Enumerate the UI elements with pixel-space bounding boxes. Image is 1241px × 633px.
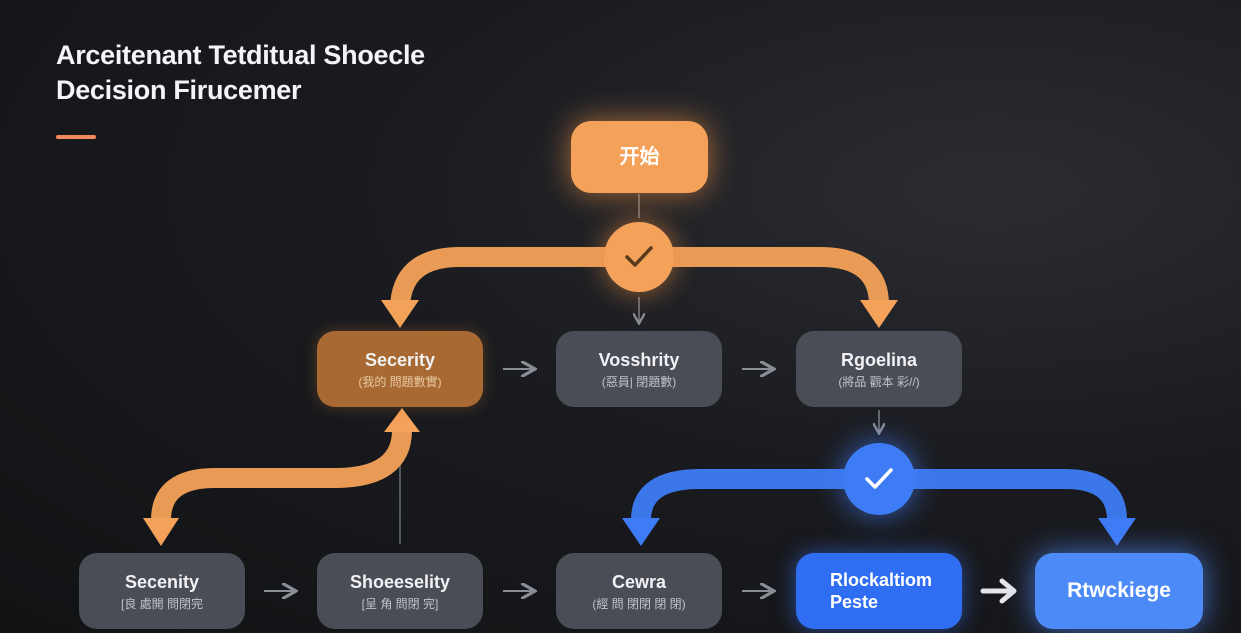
orange-arrowhead-right	[860, 300, 898, 328]
orange-branch-top	[390, 247, 889, 311]
blue-branch	[631, 469, 1127, 521]
node-cewra[interactable]: Cewra (經 問 閉閉 閉 閉)	[556, 553, 722, 629]
node-label: Secerity	[364, 349, 436, 370]
node-label: Cewra	[611, 571, 667, 592]
title-underline	[56, 135, 96, 139]
node-label: Secenity	[124, 571, 200, 592]
node-sublabel: (我的 問題數實)	[358, 374, 442, 389]
node-vosshrity[interactable]: Vosshrity (惡員| 閉題數)	[556, 331, 722, 407]
node-sublabel: (將品 觀本 彩//)	[838, 374, 920, 389]
check-icon	[625, 246, 653, 267]
node-label: Rtwckiege	[1067, 579, 1171, 602]
node-label: Vosshrity	[598, 349, 680, 370]
node-label: Rgoelina	[840, 349, 917, 370]
node-rgoelina[interactable]: Rgoelina (將品 觀本 彩//)	[796, 331, 962, 407]
title-line-2: Decision Firucemer	[56, 75, 302, 105]
node-shoeeselity[interactable]: Shoeeselity [呈 角 問閉 完]	[317, 553, 483, 629]
title-line-1: Arceitenant Tetditual Shoecle	[56, 40, 425, 70]
node-sublabel: (經 問 閉閉 閉 閉)	[592, 596, 686, 611]
node-label-line2: Peste	[830, 592, 879, 612]
node-start[interactable]: 开始	[571, 121, 708, 193]
decision-check-bottom	[843, 443, 915, 515]
orange-arrowhead-left	[381, 300, 419, 328]
node-rtwckiege[interactable]: Rtwckiege	[1035, 553, 1203, 629]
node-sublabel: (惡員| 閉題數)	[601, 374, 677, 389]
check-icon	[865, 468, 893, 489]
diagram-title: Arceitenant Tetditual Shoecle Decision F…	[56, 38, 425, 108]
orange-branch-bottom	[151, 429, 412, 521]
orange-arrowhead-down	[143, 518, 179, 546]
node-label: Shoeeselity	[349, 571, 451, 592]
node-security[interactable]: Secerity (我的 問題數實)	[317, 331, 483, 407]
node-label: Rlockaltiom	[830, 570, 933, 590]
blue-arrowhead-right	[1098, 518, 1136, 546]
orange-arrowhead-up	[384, 408, 420, 432]
blue-arrowhead-left	[622, 518, 660, 546]
node-label: 开始	[619, 146, 660, 168]
node-sublabel: [呈 角 問閉 完]	[361, 596, 439, 611]
node-rlockaltiom[interactable]: Rlockaltiom Peste	[796, 553, 962, 629]
arrow-right-icon	[980, 578, 1017, 604]
decision-check-top	[604, 222, 674, 292]
node-sublabel: [良 處開 問閉完	[120, 596, 203, 611]
node-secenity[interactable]: Secenity [良 處開 問閉完	[79, 553, 245, 629]
